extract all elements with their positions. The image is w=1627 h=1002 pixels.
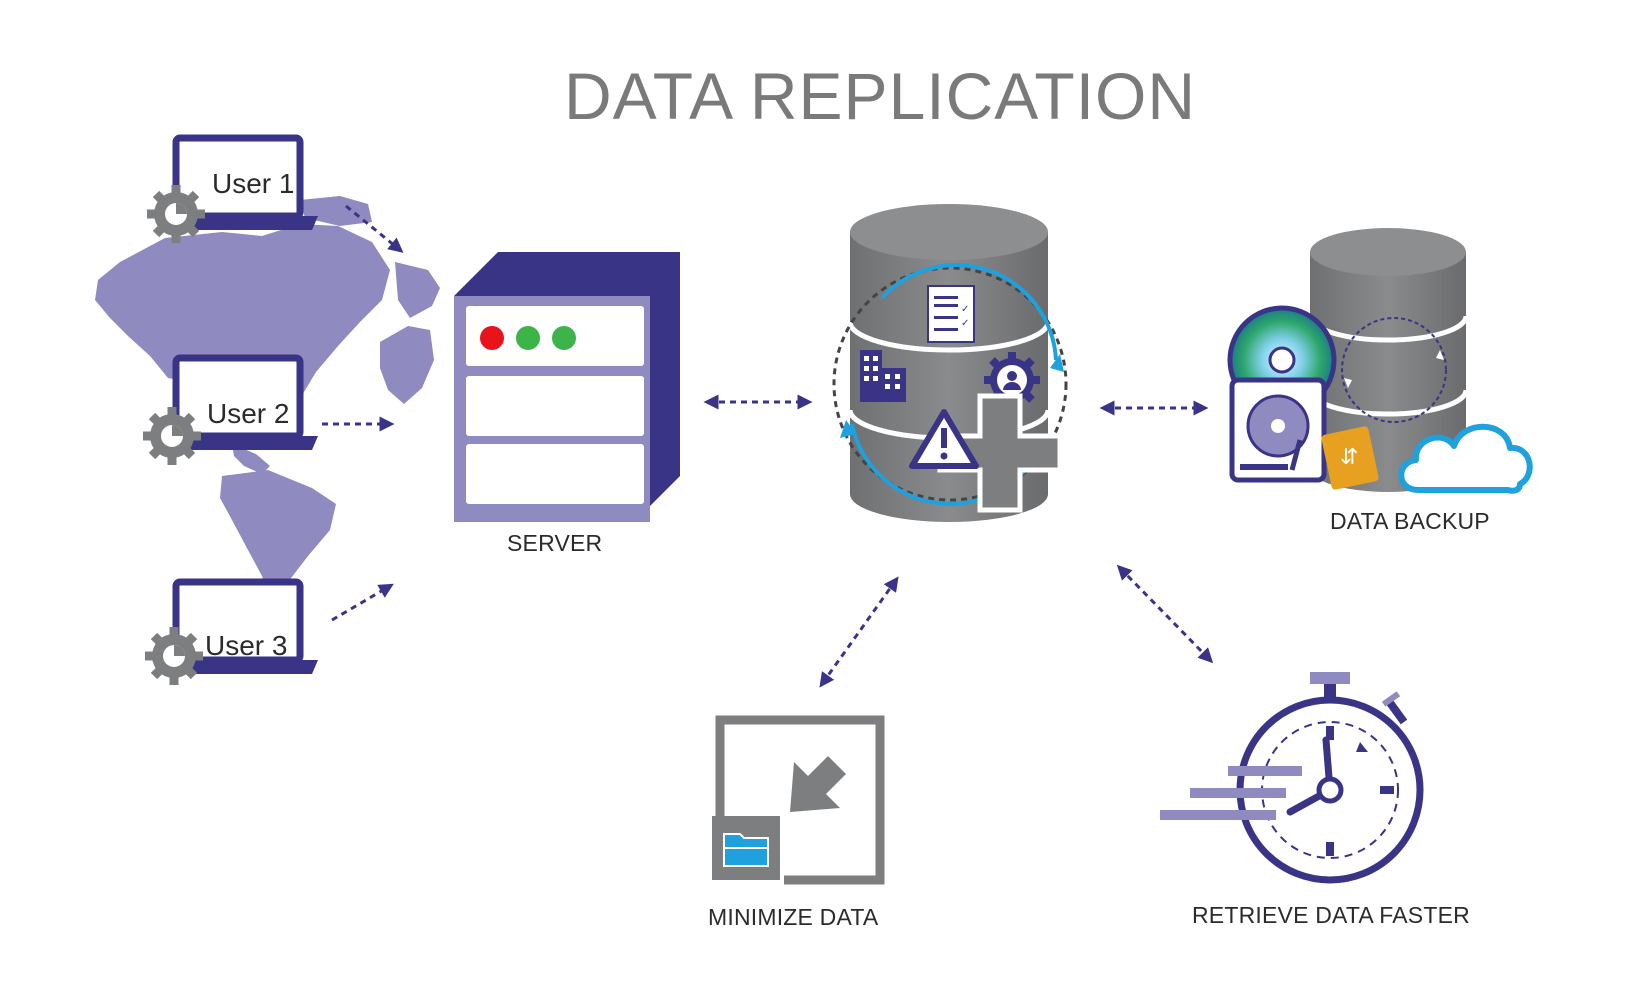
speed-line: [1160, 810, 1276, 820]
connector-arrows: [322, 204, 1214, 688]
gear-icon: [145, 627, 203, 685]
status-light-green: [516, 326, 540, 350]
user-gear-icon: [984, 352, 1040, 408]
arrow-user3-server: [331, 583, 394, 622]
status-light-green: [552, 326, 576, 350]
svg-text:⇵: ⇵: [1340, 445, 1358, 470]
world-map-icon: [95, 196, 440, 600]
minimize-icon: [712, 715, 885, 885]
building-icon: [860, 350, 906, 402]
svg-text:✓: ✓: [961, 318, 969, 329]
user-3-label: User 3: [205, 630, 288, 661]
warning-icon: [909, 409, 979, 469]
database-icon: ✓ ✓: [832, 204, 1068, 522]
usb-drive-icon: ⇵: [1321, 426, 1379, 490]
stopwatch-icon: [1160, 672, 1424, 884]
data-backup-label: DATA BACKUP: [1330, 508, 1490, 534]
arrow-database-retrieve: [1116, 564, 1214, 664]
minimize-data-label: MINIMIZE DATA: [708, 904, 879, 930]
hard-drive-icon: [1229, 377, 1327, 483]
user-2-label: User 2: [207, 398, 290, 429]
diagram-title: DATA REPLICATION: [563, 59, 1197, 133]
laptop-user-3-icon: [160, 578, 318, 674]
retrieve-data-faster-label: RETRIEVE DATA FASTER: [1192, 902, 1470, 928]
status-light-red: [480, 326, 504, 350]
server-icon: [454, 252, 680, 522]
folder-icon: [723, 833, 769, 867]
arrow-user1-server: [345, 204, 404, 253]
gear-icon: [147, 185, 205, 243]
checklist-document-icon: ✓ ✓: [927, 285, 975, 343]
speed-line: [1190, 788, 1286, 798]
laptop-user-2-icon: [160, 354, 318, 450]
arrow-database-minimize: [819, 576, 899, 688]
user-1-label: User 1: [212, 168, 295, 199]
speed-line: [1228, 766, 1302, 776]
server-label: SERVER: [507, 530, 603, 556]
laptop-user-1-icon: [160, 134, 318, 230]
svg-text:✓: ✓: [961, 304, 969, 315]
gear-icon: [143, 407, 201, 465]
cloud-icon: [1398, 423, 1533, 494]
